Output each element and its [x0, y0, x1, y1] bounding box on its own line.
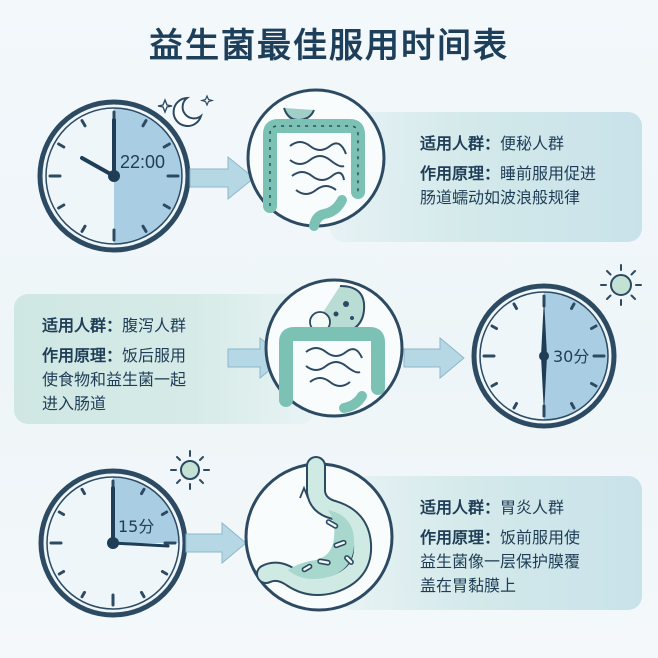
- clock-30-icon: [471, 283, 617, 429]
- target-value-2: 腹泻人群: [122, 316, 187, 335]
- clock-label-22: 22:00: [120, 152, 165, 172]
- info-text-3: 适用人群：胃炎人群 作用原理：饭前服用使益生菌像一层保护膜覆盖在胃黏膜上: [420, 496, 644, 598]
- principle-line-3-2: 益生菌像一层保护膜覆: [420, 552, 581, 571]
- intestine-food-illustration: [264, 278, 404, 418]
- sun-icon: [170, 450, 210, 490]
- arrow-right-icon: [403, 336, 465, 380]
- clock-15-icon: [38, 468, 188, 618]
- target-value-3: 胃炎人群: [500, 498, 565, 517]
- clock-label-15: 15分: [118, 517, 154, 536]
- page-title: 益生菌最佳服用时间表: [149, 26, 509, 66]
- intestine-illustration-1: [246, 88, 386, 231]
- arrow-right-icon: [185, 521, 247, 565]
- arrow-right-icon: [189, 155, 255, 201]
- info-text-1: 适用人群：便秘人群 作用原理：睡前服用促进肠道蠕动如波浪般规律: [420, 132, 640, 210]
- principle-line-1-1: 睡前服用促进: [500, 164, 597, 183]
- target-row-3: 适用人群：胃炎人群: [420, 496, 644, 520]
- stomach-illustration: [244, 456, 394, 612]
- moon-stars-icon: [157, 94, 215, 127]
- sun-icon: [600, 264, 642, 306]
- principle-row-3: 作用原理：饭前服用使益生菌像一层保护膜覆盖在胃黏膜上: [420, 526, 644, 598]
- principle-label-3: 作用原理：: [420, 528, 501, 547]
- target-label-1: 适用人群：: [420, 134, 501, 153]
- principle-row-2: 作用原理：饭后服用使食物和益生菌一起进入肠道: [42, 344, 262, 416]
- principle-line-2-3: 进入肠道: [42, 394, 107, 413]
- principle-line-1-2: 肠道蠕动如波浪般规律: [420, 188, 581, 207]
- target-row-1: 适用人群：便秘人群: [420, 132, 640, 156]
- principle-line-3-1: 饭前服用使: [500, 528, 581, 547]
- info-text-2: 适用人群：腹泻人群 作用原理：饭后服用使食物和益生菌一起进入肠道: [42, 314, 262, 416]
- principle-line-2-2: 使食物和益生菌一起: [42, 370, 187, 389]
- clock-label-30: 30分: [553, 347, 589, 366]
- target-value-1: 便秘人群: [500, 134, 565, 153]
- clock-22-icon: [37, 99, 191, 253]
- target-label-2: 适用人群：: [42, 316, 123, 335]
- principle-label-2: 作用原理：: [42, 346, 123, 365]
- target-row-2: 适用人群：腹泻人群: [42, 314, 262, 338]
- principle-line-2-1: 饭后服用: [122, 346, 187, 365]
- target-label-3: 适用人群：: [420, 498, 501, 517]
- principle-line-3-3: 盖在胃黏膜上: [420, 576, 517, 595]
- principle-row-1: 作用原理：睡前服用促进肠道蠕动如波浪般规律: [420, 162, 640, 210]
- principle-label-1: 作用原理：: [420, 164, 501, 183]
